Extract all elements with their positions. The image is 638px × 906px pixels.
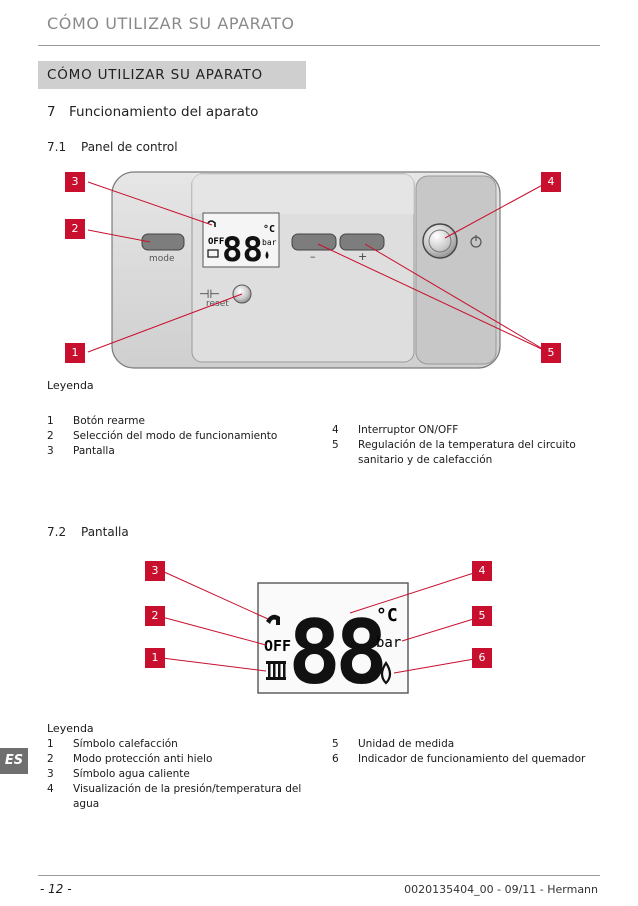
plus-label: + <box>358 250 367 263</box>
footer-rule <box>38 875 600 876</box>
display-figure: 88 OFF °C bar <box>161 570 481 695</box>
onoff-knob-inner <box>428 229 452 253</box>
minus-label: – <box>310 250 316 263</box>
panel-lcd-celsius: °C <box>263 224 275 235</box>
chapter-heading: 7 Funcionamiento del aparato <box>47 104 258 120</box>
display-callout-3: 3 <box>145 561 165 581</box>
running-title: CÓMO UTILIZAR SU APARATO <box>47 14 295 33</box>
panel-flame-icon <box>265 251 269 259</box>
display-callout-6: 6 <box>472 648 492 668</box>
panel-radiator-icon <box>207 249 219 258</box>
panel-callout-1: 1 <box>65 343 85 363</box>
minus-button[interactable] <box>291 233 337 251</box>
panel-leader-lines <box>87 181 549 353</box>
panel-plate-highlight <box>192 174 414 214</box>
mode-label: mode <box>149 254 175 264</box>
page-number: - 12 - <box>40 882 72 896</box>
panel-callout-5: 5 <box>541 343 561 363</box>
display-leader-lines <box>161 570 481 674</box>
display-legend-title: Leyenda <box>47 722 94 735</box>
chapter-number: 7 <box>47 104 56 120</box>
display-callout-5: 5 <box>472 606 492 626</box>
control-panel-figure: OFF 88 °C bar mode – + ⊣⊢ reset <box>87 171 549 369</box>
subsection-number: 7.2 <box>47 525 67 539</box>
panel-callout-2: 2 <box>65 219 85 239</box>
section-title-band: CÓMO UTILIZAR SU APARATO <box>38 61 306 89</box>
display-lcd-bar: bar <box>376 635 401 651</box>
display-callout-1: 1 <box>145 648 165 668</box>
display-lcd-off: OFF <box>264 637 291 655</box>
reset-label: reset <box>206 299 229 309</box>
subsection-number: 7.1 <box>47 140 67 154</box>
panel-legend-title: Leyenda <box>47 379 94 392</box>
subsection-title: Pantalla <box>81 525 129 539</box>
panel-tap-icon <box>207 220 216 227</box>
onoff-knob[interactable] <box>422 223 458 259</box>
subsection-heading-panel: 7.1 Panel de control <box>47 140 178 154</box>
panel-lcd-bar: bar <box>262 238 277 247</box>
chapter-title: Funcionamiento del aparato <box>69 104 259 120</box>
subsection-title: Panel de control <box>81 140 178 154</box>
display-callout-2: 2 <box>145 606 165 626</box>
panel-callout-4: 4 <box>541 172 561 192</box>
panel-lcd-off: OFF <box>208 237 224 247</box>
display-radiator-icon <box>266 661 286 680</box>
mode-button[interactable] <box>141 233 185 251</box>
display-callout-4: 4 <box>472 561 492 581</box>
panel-callout-3: 3 <box>65 172 85 192</box>
reset-symbol-icon: ⊣⊢ <box>199 287 220 301</box>
plus-button[interactable] <box>339 233 385 251</box>
panel-knob-area <box>415 175 497 365</box>
document-reference: 0020135404_00 - 09/11 - Hermann <box>404 883 598 896</box>
display-lcd-digits: 88 <box>288 601 383 695</box>
subsection-heading-display: 7.2 Pantalla <box>47 525 129 539</box>
display-tap-icon <box>266 614 280 625</box>
header-rule <box>38 45 600 46</box>
display-flame-icon <box>380 661 392 685</box>
display-lcd-celsius: °C <box>376 605 398 626</box>
language-tab: ES <box>0 748 28 774</box>
panel-lcd-digits: 88 <box>222 230 263 270</box>
